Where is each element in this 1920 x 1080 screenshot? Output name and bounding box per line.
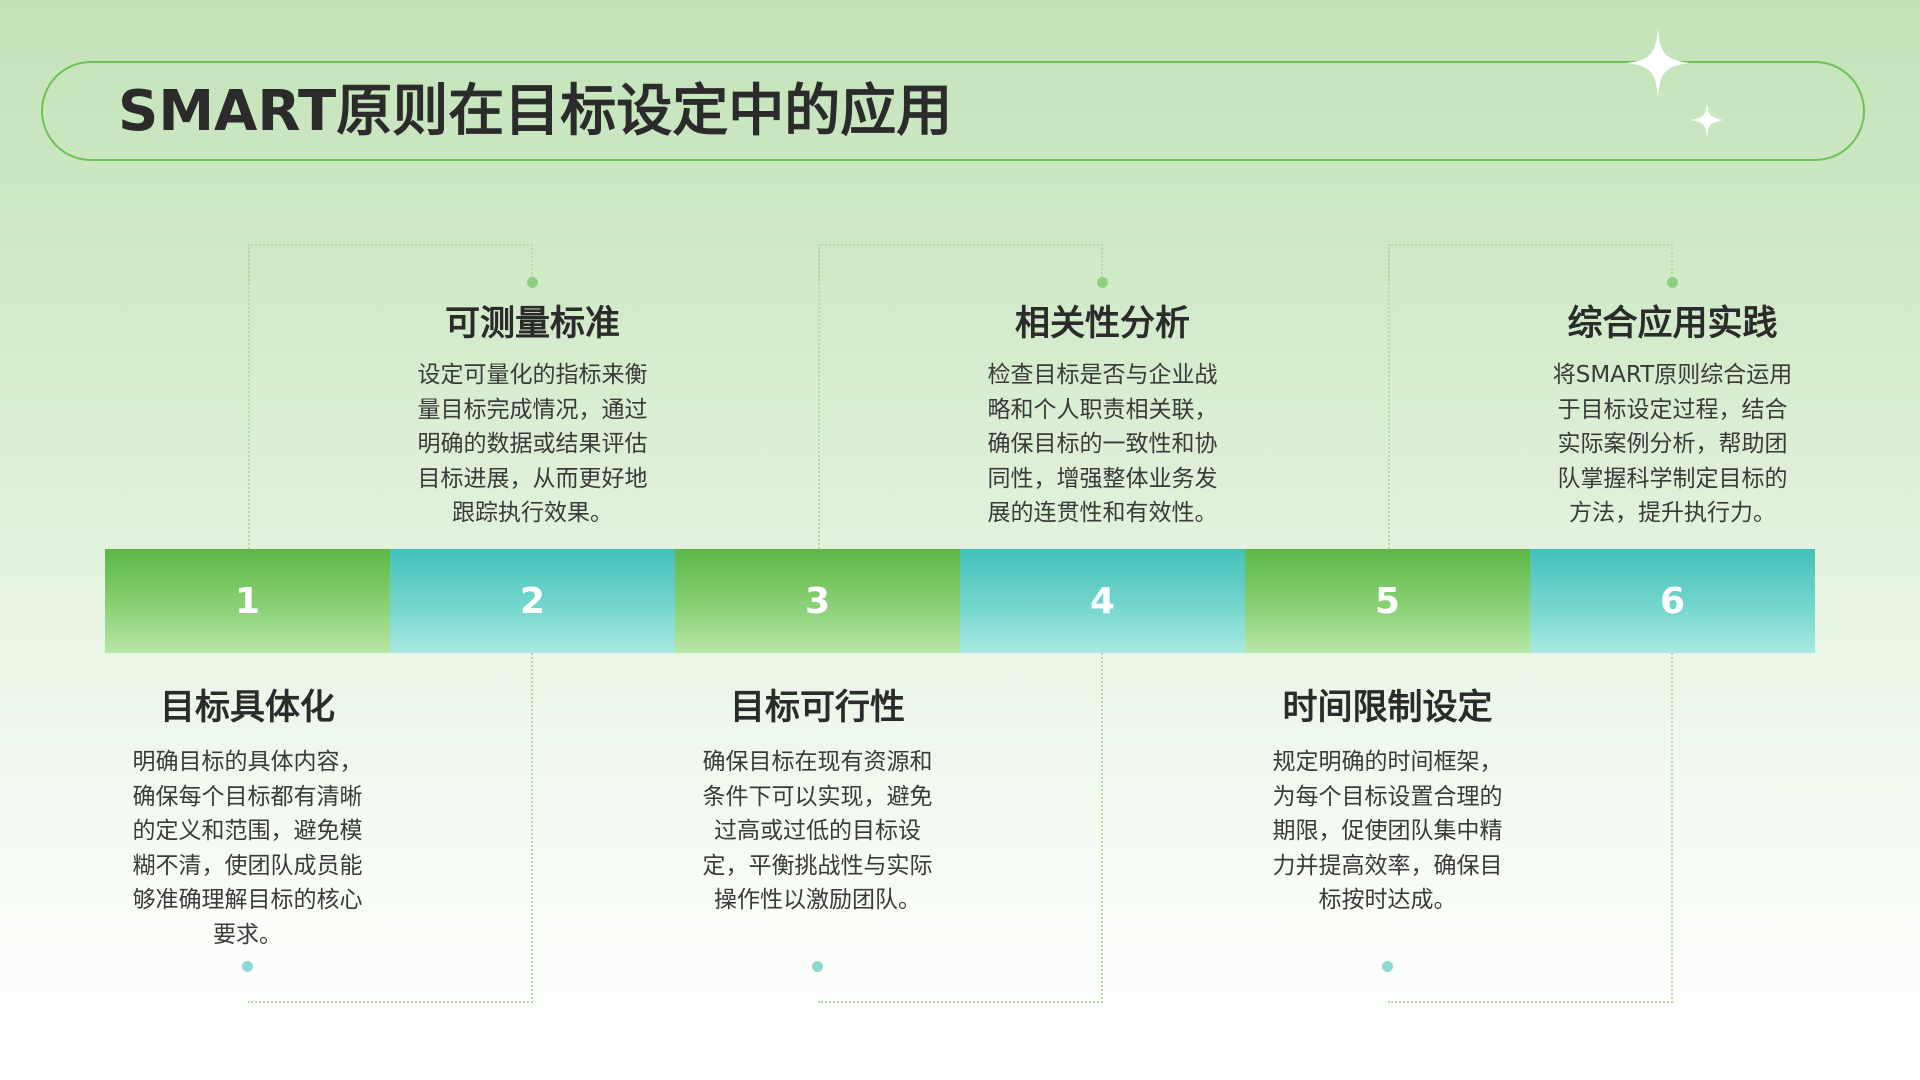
step-description: 设定可量化的指标来衡量目标完成情况，通过明确的数据或结果评估目标进展，从而更好地… — [417, 362, 648, 526]
sparkle-icon — [1690, 102, 1724, 138]
sparkle-icon — [1626, 27, 1690, 99]
timeline-dot — [242, 960, 253, 972]
step-title: 可测量标准 — [444, 304, 620, 344]
timeline-dot — [527, 276, 538, 288]
connector-line — [1387, 244, 1673, 282]
step-description: 确保目标在现有资源和条件下可以实现，避免过高或过低的目标设定，平衡挑战性与实际操… — [702, 749, 933, 913]
page-title: SMART原则在目标设定中的应用 — [118, 79, 953, 144]
title-frame — [41, 61, 1865, 161]
connector-line — [817, 244, 1103, 282]
step-description: 规定明确的时间框架，为每个目标设置合理的期限，促使团队集中精力并提高效率，确保目… — [1272, 749, 1503, 913]
timeline-step-4: 4 — [960, 549, 1245, 653]
step-description: 检查目标是否与企业战略和个人职责相关联，确保目标的一致性和协同性，增强整体业务发… — [987, 362, 1218, 526]
step-title: 相关性分析 — [1014, 304, 1190, 344]
connector-line — [247, 653, 533, 1003]
step-title: 综合应用实践 — [1567, 304, 1778, 344]
connector-line — [817, 244, 820, 549]
timeline-dot — [1097, 276, 1108, 288]
timeline-step-3: 3 — [675, 549, 960, 653]
timeline-dot — [1382, 960, 1393, 972]
timeline-step-1: 1 — [105, 549, 390, 653]
timeline-step-6: 6 — [1530, 549, 1815, 653]
connector-line — [1387, 653, 1673, 1003]
timeline-dot — [812, 960, 823, 972]
connector-line — [817, 653, 1103, 1003]
timeline-step-2: 2 — [390, 549, 675, 653]
connector-line — [247, 244, 533, 282]
timeline-dot — [1667, 276, 1678, 288]
timeline-step-5: 5 — [1245, 549, 1530, 653]
step-title: 时间限制设定 — [1282, 688, 1493, 728]
step-title: 目标具体化 — [159, 688, 335, 728]
connector-line — [247, 244, 250, 549]
step-title: 目标可行性 — [729, 688, 905, 728]
connector-line — [1387, 244, 1390, 549]
step-description: 明确目标的具体内容，确保每个目标都有清晰的定义和范围，避免模糊不清，使团队成员能… — [132, 749, 363, 948]
step-description: 将SMART原则综合运用于目标设定过程，结合实际案例分析，帮助团队掌握科学制定目… — [1552, 362, 1793, 526]
